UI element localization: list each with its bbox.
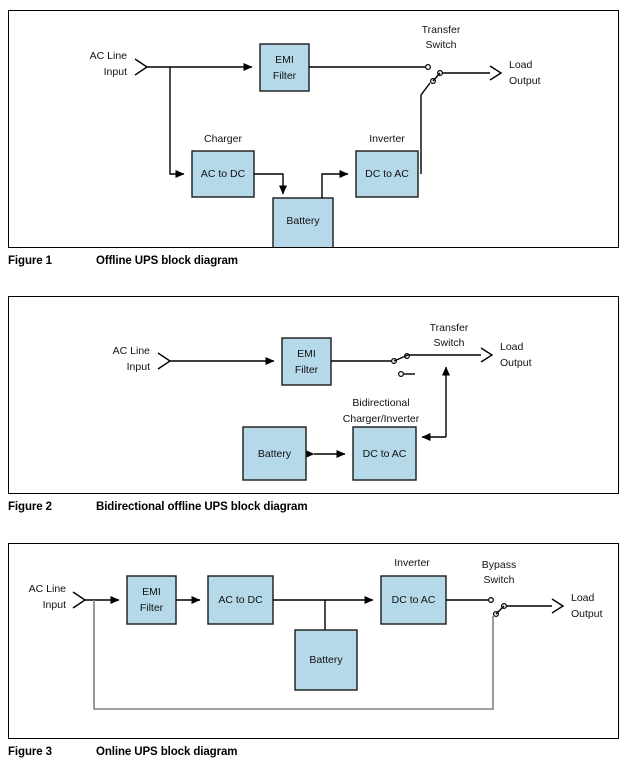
block-bidirectional-converter-label: DC to AC [363, 448, 407, 460]
block-emi-filter-label-line2: Filter [295, 364, 319, 376]
wire-charger-to-battery [254, 173, 287, 195]
block-battery [242, 426, 307, 481]
bypass-switch-label-line1: Bypass [482, 559, 516, 571]
block-emi-filter-label-line2: Filter [273, 70, 297, 82]
switch-contact-open[interactable] [398, 370, 405, 377]
load-output-label-line1: Load [571, 592, 595, 604]
block-emi-filter-label-line1: EMI [275, 54, 294, 66]
figure-3-diagram: AC Line Input EMI Filter AC to DC Ba [29, 557, 603, 710]
ac-input-chevron-icon [134, 58, 149, 76]
figure-1-caption: Figure 1 Offline UPS block diagram [8, 255, 619, 267]
switch-blade[interactable] [432, 72, 441, 82]
figure-1-block: AC Line Input EMI Filter Transfer Switch [8, 10, 619, 267]
switch-blade[interactable] [393, 354, 409, 362]
load-output-label-line2: Output [571, 608, 603, 620]
ac-line-input-label-line2: Input [127, 361, 150, 373]
switch-contact-top[interactable] [488, 596, 495, 603]
block-inverter-label: DC to AC [365, 168, 409, 180]
ac-line-input-label-line2: Input [104, 66, 127, 78]
figure-3-caption-text: Online UPS block diagram [96, 746, 238, 758]
ac-line-input-label-line1: AC Line [90, 50, 128, 62]
block-charger-label: AC to DC [201, 168, 246, 180]
wire-bypass-loop [93, 600, 494, 710]
figure-3-frame: AC Line Input EMI Filter AC to DC Ba [8, 543, 619, 739]
bypass-switch-label-line2: Switch [484, 574, 515, 586]
block-rectifier [207, 575, 274, 625]
ac-line-input-label-line2: Input [43, 599, 66, 611]
figure-2-block: AC Line Input EMI Filter Transfer Switch [8, 296, 619, 513]
block-inverter [380, 575, 447, 625]
block-inverter-label: DC to AC [392, 594, 436, 606]
ac-input-chevron-icon [72, 591, 87, 609]
figure-3-caption: Figure 3 Online UPS block diagram [8, 746, 619, 758]
transfer-switch-label-line2: Switch [426, 39, 457, 51]
ac-line-input-label-line1: AC Line [113, 345, 151, 357]
load-output-chevron-icon [480, 347, 494, 363]
load-output-chevron-icon [551, 598, 565, 614]
bidirectional-label-line1: Bidirectional [352, 397, 409, 409]
figure-1-caption-text: Offline UPS block diagram [96, 255, 238, 267]
charger-label: Charger [204, 133, 242, 145]
load-output-label-line2: Output [509, 75, 541, 87]
load-output-chevron-icon [489, 65, 503, 81]
ac-line-input-label-line1: AC Line [29, 583, 67, 595]
figure-3-caption-label: Figure 3 [8, 746, 52, 758]
figure-1-frame: AC Line Input EMI Filter Transfer Switch [8, 10, 619, 248]
inverter-label: Inverter [369, 133, 405, 145]
block-emi-filter-label-line2: Filter [140, 602, 164, 614]
block-emi-filter [281, 337, 332, 386]
figure-2-diagram: AC Line Input EMI Filter Transfer Switch [113, 322, 532, 481]
ac-input-chevron-icon [157, 352, 172, 370]
block-emi-filter-label-line1: EMI [142, 586, 161, 598]
switch-contact-top[interactable] [425, 63, 432, 70]
block-emi-filter [126, 575, 177, 625]
switch-blade[interactable] [495, 605, 505, 615]
transfer-switch-label-line2: Switch [434, 337, 465, 349]
block-battery-label: Battery [309, 654, 343, 666]
load-output-label-line2: Output [500, 357, 532, 369]
figure-3-block: AC Line Input EMI Filter AC to DC Ba [8, 543, 619, 758]
transfer-switch-label-line1: Transfer [422, 24, 461, 36]
block-rectifier-label: AC to DC [218, 594, 263, 606]
figure-1-caption-label: Figure 1 [8, 255, 52, 267]
block-battery [272, 197, 334, 247]
figure-1-diagram: AC Line Input EMI Filter Transfer Switch [90, 24, 541, 247]
block-battery-label: Battery [286, 215, 320, 227]
block-inverter [355, 150, 419, 198]
bidirectional-label-line2: Charger/Inverter [343, 413, 420, 425]
figure-2-caption-label: Figure 2 [8, 501, 52, 513]
wire-input-to-charger [169, 67, 185, 178]
wire-inverter-to-switch [420, 82, 431, 174]
load-output-label-line1: Load [500, 341, 524, 353]
block-battery [294, 629, 358, 691]
block-emi-filter [259, 43, 310, 92]
figure-2-caption: Figure 2 Bidirectional offline UPS block … [8, 501, 619, 513]
wire-battery-to-inverter [321, 170, 349, 198]
figure-2-frame: AC Line Input EMI Filter Transfer Switch [8, 296, 619, 494]
block-battery-label: Battery [258, 448, 292, 460]
figure-2-caption-text: Bidirectional offline UPS block diagram [96, 501, 308, 513]
inverter-label: Inverter [394, 557, 430, 569]
block-bidirectional-converter [352, 426, 417, 481]
transfer-switch-label-line1: Transfer [430, 322, 469, 334]
load-output-label-line1: Load [509, 59, 533, 71]
block-emi-filter-label-line1: EMI [297, 348, 316, 360]
